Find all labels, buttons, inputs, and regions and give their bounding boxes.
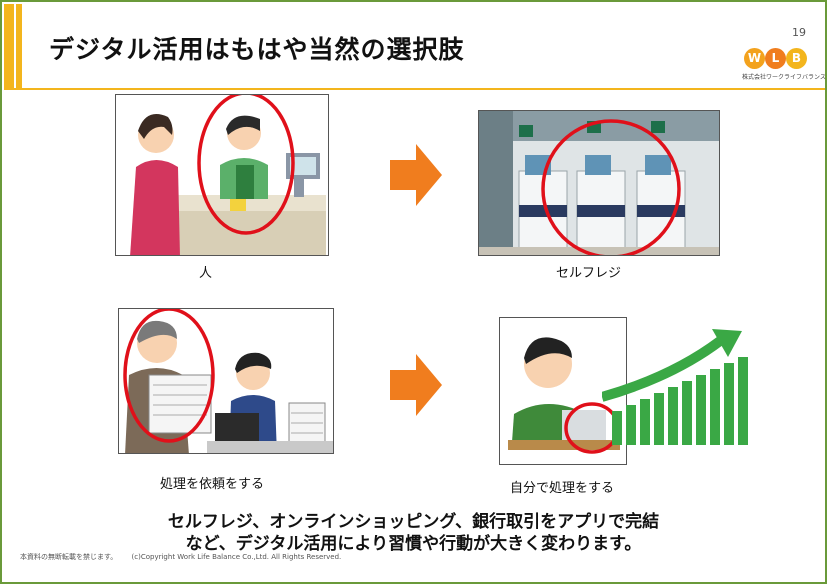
company-logo: W L B 株式会社ワークライフバランス	[742, 48, 826, 84]
logo-letter: B	[786, 48, 807, 69]
panel-self-checkout-photo	[478, 110, 720, 256]
panel-delegate-illustration	[118, 308, 334, 454]
panel-caption: 処理を依頼をする	[160, 477, 265, 492]
right-arrow-icon	[390, 354, 442, 416]
self-checkout-photo	[479, 111, 719, 255]
cashier-illustration	[116, 95, 328, 255]
accent-bar	[16, 4, 22, 88]
summary-line-1: セルフレジ、オンラインショッピング、銀行取引をアプリで完結	[167, 512, 660, 532]
slide-title: デジタル活用はもはや当然の選択肢	[49, 35, 465, 64]
logo-company-name: 株式会社ワークライフバランス	[742, 74, 826, 81]
delegate-illustration	[119, 309, 333, 453]
panel-caption: セルフレジ	[556, 266, 622, 281]
panel-caption: 自分で処理をする	[510, 481, 615, 496]
page-number: 19	[792, 26, 806, 39]
slide-header: デジタル活用はもはや当然の選択肢 19 W L B 株式会社ワークライフバランス	[4, 4, 826, 90]
reprint-notice: 本資料の無断転載を禁じます。	[20, 553, 118, 561]
copyright-notice: 本資料の無断転載を禁じます。 (c)Copyright Work Life Ba…	[20, 552, 341, 562]
header-rule	[4, 88, 825, 90]
panel-caption: 人	[199, 266, 213, 281]
panel-cashier-illustration	[115, 94, 329, 256]
right-arrow-icon	[390, 144, 442, 206]
logo-letter: L	[765, 48, 786, 69]
copyright-text: (c)Copyright Work Life Balance Co.,Ltd. …	[131, 553, 342, 561]
growth-bars-graphic	[602, 329, 748, 445]
logo-letter: W	[744, 48, 765, 69]
growth-arrow-icon	[602, 336, 723, 402]
summary-line-2: など、デジタル活用により習慣や行動が大きく変わります。	[185, 534, 642, 554]
accent-bar	[4, 4, 14, 88]
